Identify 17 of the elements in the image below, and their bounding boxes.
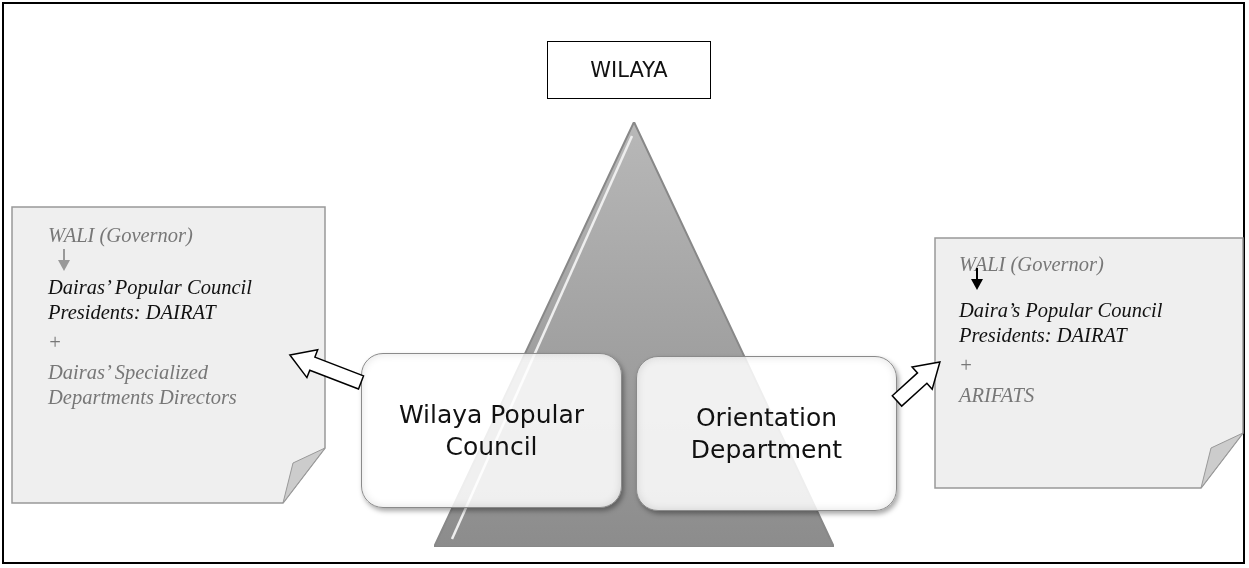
note-text: Dairas’ Specialized Departments Directors xyxy=(48,359,238,411)
box-label: Wilaya Popular Council xyxy=(397,399,586,462)
box-label: Orientation Department xyxy=(689,402,844,465)
note-text: Daira’s Popular Council Presidents: DAIRAT xyxy=(959,297,1164,349)
block-arrow xyxy=(288,348,365,390)
title-box: WILAYA xyxy=(547,41,711,99)
note-text: + xyxy=(48,329,63,355)
note-card xyxy=(935,238,1243,488)
note-card xyxy=(12,207,325,503)
note-text: Dairas’ Popular Council Presidents: DAIRAT xyxy=(48,274,253,326)
rounded-box xyxy=(361,353,622,508)
rounded-box xyxy=(636,356,897,511)
block-arrow xyxy=(891,361,941,408)
note-text: + xyxy=(959,352,974,378)
note-text: WALI (Governor) xyxy=(48,223,194,249)
note-text: WALI (Governor) xyxy=(959,252,1105,278)
note-text: ARIFATS xyxy=(959,382,1036,408)
